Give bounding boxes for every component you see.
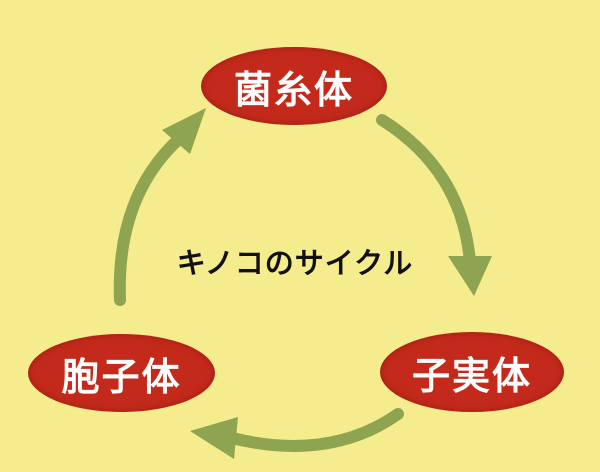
node-mycelium: 菌糸体 — [201, 47, 387, 125]
arrowhead-to-spore — [190, 417, 238, 459]
arrowhead-to-mycelium — [162, 108, 206, 154]
node-spore-body: 胞子体 — [28, 334, 215, 412]
node-fruiting-body: 子実体 — [380, 332, 564, 412]
node-fruiting-body-label: 子実体 — [411, 353, 532, 398]
arrow-mycelium-to-fruiting-body — [376, 114, 476, 268]
node-spore-body-label: 胞子体 — [61, 354, 182, 399]
node-mycelium-label: 菌糸体 — [233, 67, 354, 112]
diagram-title: キノコのサイクル — [176, 246, 414, 280]
arrow-spore-to-mycelium — [113, 132, 186, 306]
arrowhead-to-fruiting-body — [448, 256, 492, 296]
arrow-fruiting-body-to-spore — [226, 408, 404, 452]
